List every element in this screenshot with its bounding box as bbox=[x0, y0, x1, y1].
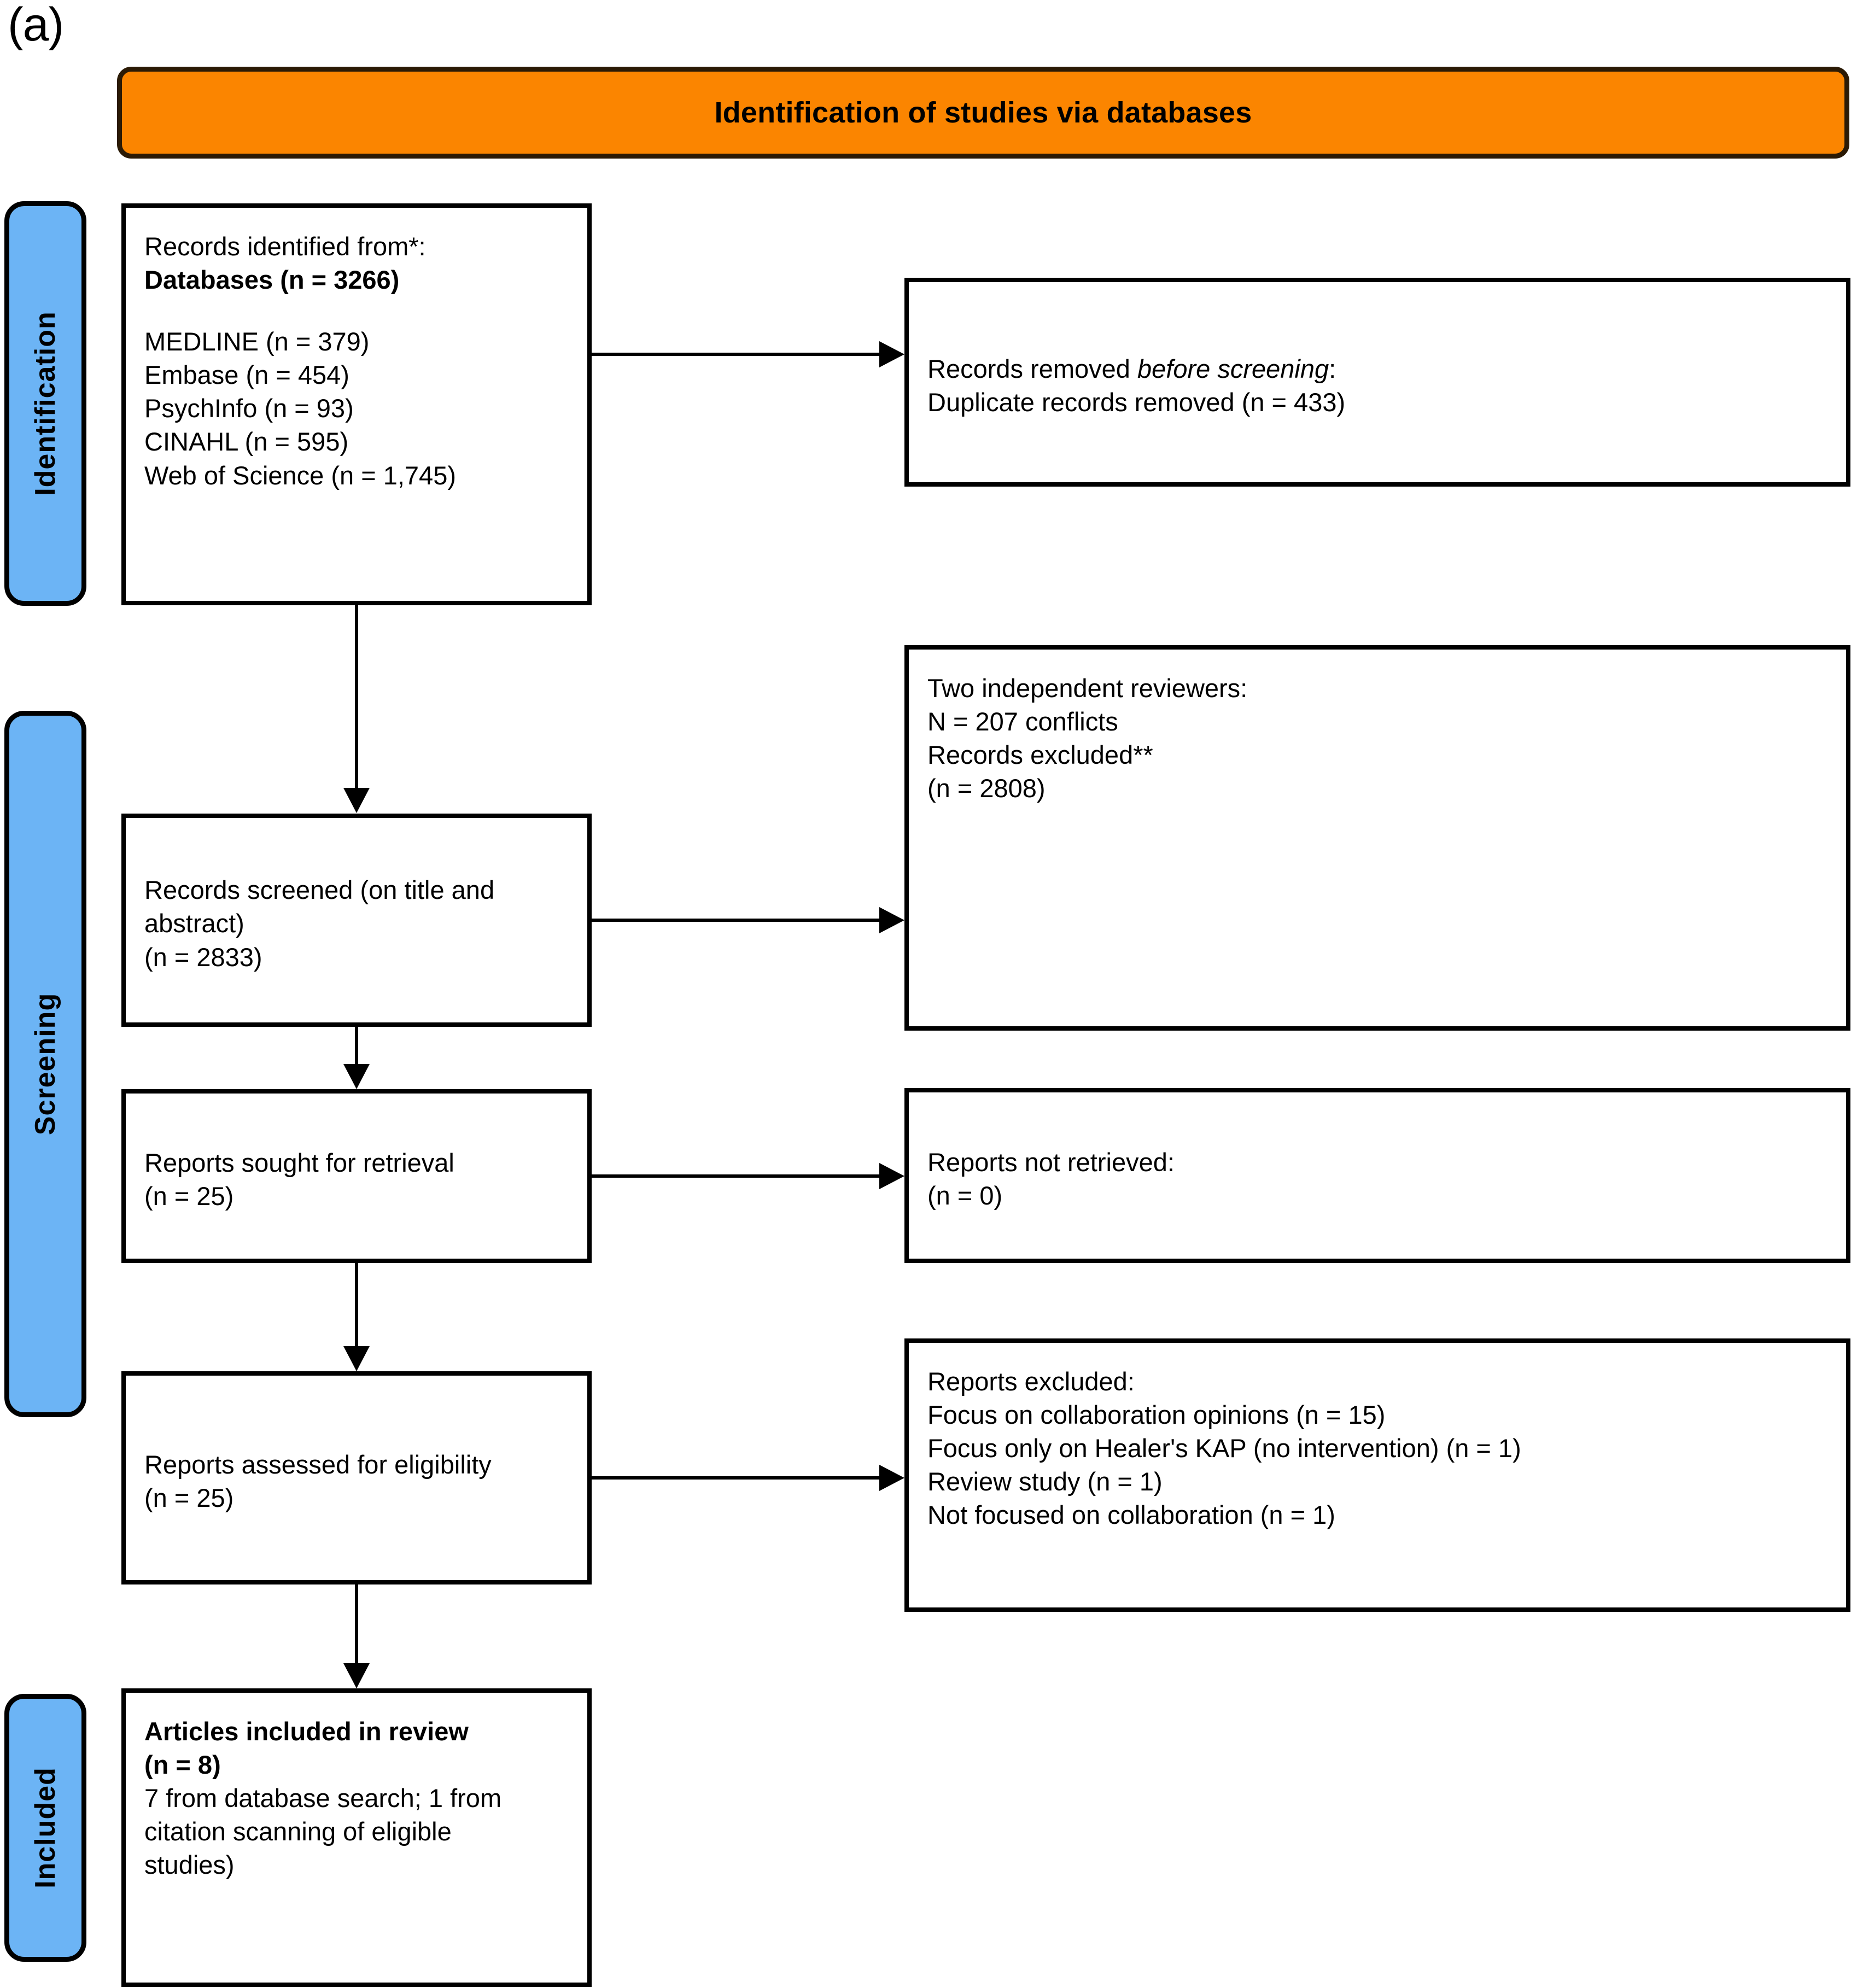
records-identified-spacer bbox=[144, 296, 569, 325]
articles-included-note-line1: 7 from database search; 1 from bbox=[144, 1784, 502, 1813]
records-identified-line1: Records identified from*: bbox=[144, 232, 426, 261]
panel-letter: (a) bbox=[8, 0, 64, 51]
reports-assessed-count: (n = 25) bbox=[144, 1483, 234, 1512]
stage-rail-identification: Identification bbox=[4, 201, 86, 606]
stage-rail-included-label: Included bbox=[30, 1767, 62, 1888]
identification-banner: Identification of studies via databases bbox=[117, 67, 1849, 159]
banner-title: Identification of studies via databases bbox=[714, 96, 1252, 129]
exclusion-reason-not-focused: Not focused on collaboration (n = 1) bbox=[927, 1500, 1335, 1530]
duplicate-records-removed: Duplicate records removed (n = 433) bbox=[927, 388, 1346, 417]
box-reports-not-retrieved: Reports not retrieved: (n = 0) bbox=[904, 1088, 1850, 1263]
box-reports-sought-for-retrieval: Reports sought for retrieval (n = 25) bbox=[121, 1089, 592, 1263]
connector-sought-to-not-retrieved bbox=[592, 1174, 879, 1178]
reports-assessed-line1: Reports assessed for eligibility bbox=[144, 1449, 492, 1479]
stage-rail-included: Included bbox=[4, 1694, 86, 1962]
connector-screened-to-excluded bbox=[592, 919, 879, 922]
records-excluded-count: (n = 2808) bbox=[927, 774, 1046, 803]
arrowhead-identified-to-removed bbox=[879, 341, 904, 367]
connector-screened-to-sought bbox=[355, 1027, 358, 1064]
box-reports-assessed-for-eligibility: Reports assessed for eligibility (n = 25… bbox=[121, 1371, 592, 1584]
articles-included-title: Articles included in review bbox=[144, 1717, 469, 1746]
box-reports-excluded: Reports excluded: Focus on collaboration… bbox=[904, 1338, 1850, 1612]
stage-rail-identification-label: Identification bbox=[30, 311, 61, 496]
conflicts-count: N = 207 conflicts bbox=[927, 707, 1118, 736]
arrowhead-assessed-to-excluded bbox=[879, 1465, 904, 1491]
reports-excluded-heading: Reports excluded: bbox=[927, 1367, 1135, 1396]
connector-sought-to-assessed bbox=[355, 1263, 358, 1346]
records-identified-databases: Databases (n = 3266) bbox=[144, 265, 400, 295]
box-articles-included-in-review: Articles included in review (n = 8) 7 fr… bbox=[121, 1688, 592, 1987]
arrowhead-identified-to-screened bbox=[343, 788, 370, 813]
records-excluded-label: Records excluded** bbox=[927, 740, 1153, 770]
articles-included-note-line2: citation scanning of eligible bbox=[144, 1817, 452, 1846]
source-cinahl: CINAHL (n = 595) bbox=[144, 427, 349, 457]
arrowhead-sought-to-assessed bbox=[343, 1346, 370, 1371]
exclusion-reason-review-study: Review study (n = 1) bbox=[927, 1467, 1163, 1496]
articles-included-count: (n = 8) bbox=[144, 1750, 221, 1780]
arrowhead-screened-to-sought bbox=[343, 1064, 370, 1089]
exclusion-reason-healers-kap: Focus only on Healer's KAP (no intervent… bbox=[927, 1434, 1521, 1463]
source-web-of-science: Web of Science (n = 1,745) bbox=[144, 460, 456, 490]
records-screened-count: (n = 2833) bbox=[144, 942, 262, 972]
exclusion-reason-collaboration-opinions: Focus on collaboration opinions (n = 15) bbox=[927, 1400, 1386, 1430]
box-records-excluded: Two independent reviewers: N = 207 confl… bbox=[904, 645, 1850, 1031]
stage-rail-screening-label: Screening bbox=[30, 992, 62, 1136]
connector-assessed-to-included bbox=[355, 1584, 358, 1663]
records-screened-line2: abstract) bbox=[144, 909, 244, 938]
records-removed-italic: before screening bbox=[1137, 354, 1329, 383]
connector-assessed-to-excluded bbox=[592, 1476, 879, 1480]
records-screened-line1: Records screened (on title and bbox=[144, 875, 495, 905]
reports-sought-count: (n = 25) bbox=[144, 1182, 234, 1211]
records-removed-prefix: Records removed bbox=[927, 354, 1137, 383]
two-independent-reviewers: Two independent reviewers: bbox=[927, 674, 1248, 703]
records-removed-line1: Records removed before screening: bbox=[927, 352, 1827, 385]
box-records-identified: Records identified from*: Databases (n =… bbox=[121, 203, 592, 605]
reports-not-retrieved-line1: Reports not retrieved: bbox=[927, 1147, 1175, 1177]
source-psychinfo: PsychInfo (n = 93) bbox=[144, 394, 354, 423]
arrowhead-screened-to-excluded bbox=[879, 907, 904, 933]
source-medline: MEDLINE (n = 379) bbox=[144, 327, 370, 356]
reports-not-retrieved-count: (n = 0) bbox=[927, 1181, 1003, 1210]
connector-identified-to-removed bbox=[592, 353, 879, 356]
records-removed-colon: : bbox=[1329, 354, 1336, 383]
box-records-removed-before-screening: Records removed before screening: Duplic… bbox=[904, 278, 1850, 487]
box-records-screened: Records screened (on title and abstract)… bbox=[121, 814, 592, 1027]
stage-rail-screening: Screening bbox=[4, 711, 86, 1417]
connector-identified-to-screened bbox=[355, 605, 358, 788]
arrowhead-assessed-to-included bbox=[343, 1663, 370, 1688]
articles-included-note-line3: studies) bbox=[144, 1850, 235, 1880]
reports-sought-line1: Reports sought for retrieval bbox=[144, 1148, 454, 1177]
arrowhead-sought-to-not-retrieved bbox=[879, 1163, 904, 1189]
source-embase: Embase (n = 454) bbox=[144, 360, 349, 390]
